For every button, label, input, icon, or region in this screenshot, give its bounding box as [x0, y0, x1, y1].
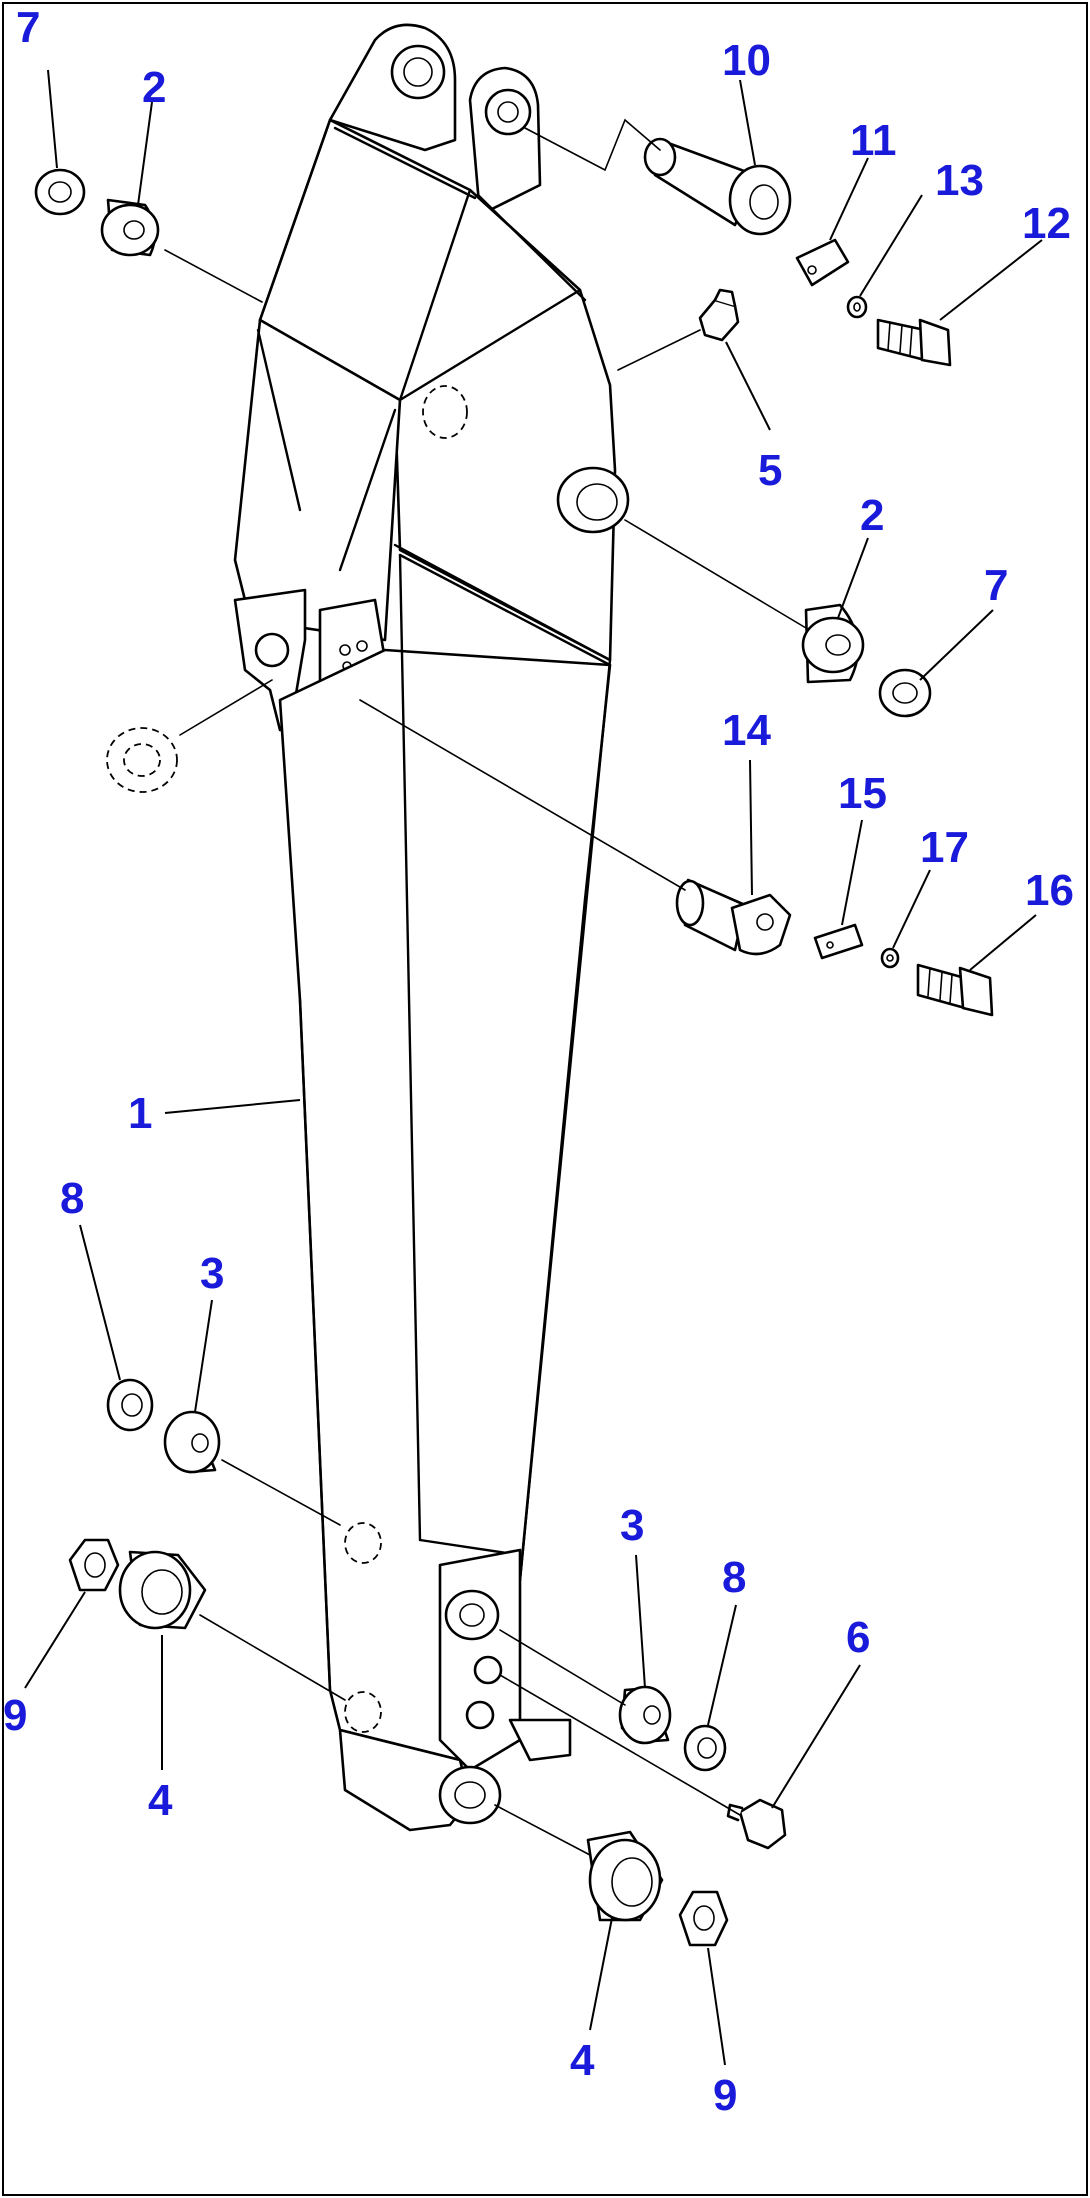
- callout-4: 4: [148, 1776, 173, 1825]
- callout-13: 13: [935, 156, 984, 205]
- part-9-right: [678, 1890, 729, 1947]
- callout-15: 15: [838, 769, 887, 818]
- part-7-right: [878, 668, 932, 718]
- callout-1: 1: [128, 1089, 152, 1138]
- callout-8: 8: [60, 1174, 84, 1223]
- callout-6: 6: [846, 1613, 870, 1662]
- part-14-pin: [675, 878, 792, 956]
- part-10-pin: [643, 137, 792, 236]
- callout-9: 9: [3, 1691, 27, 1740]
- part-13-washer: [846, 295, 868, 319]
- part-11-plate: [795, 238, 850, 287]
- callout-17: 17: [920, 823, 969, 872]
- leader-lines: [24, 69, 1043, 2066]
- part-2-top: [100, 198, 160, 257]
- callout-9: 9: [713, 2071, 737, 2120]
- callout-8: 8: [722, 1553, 746, 1602]
- callout-7: 7: [16, 3, 40, 52]
- part-7-top: [34, 168, 86, 216]
- part-3-left: [163, 1410, 221, 1474]
- callouts: 7 2 10 11 13 12 5 2 7 14 15 17 16 1 8 3 …: [3, 3, 1074, 2120]
- part-12-bolt: [876, 318, 952, 367]
- part-2-right: [801, 603, 865, 684]
- part-8-left: [106, 1378, 154, 1432]
- part-4-right: [586, 1830, 664, 1922]
- callout-12: 12: [1022, 199, 1071, 248]
- callout-2: 2: [142, 63, 166, 112]
- part-3-right: [618, 1685, 672, 1745]
- part-4-left: [118, 1550, 207, 1630]
- callout-4: 4: [570, 2036, 595, 2085]
- part-15-plate: [813, 923, 864, 960]
- assembly-lines: [164, 118, 807, 1856]
- callout-11: 11: [850, 116, 897, 165]
- callout-3: 3: [200, 1249, 224, 1298]
- dashed-ring-left: [106, 727, 178, 793]
- part-5-grease-fitting: [698, 288, 740, 342]
- callout-7: 7: [984, 561, 1008, 610]
- part-8-right: [683, 1724, 727, 1772]
- callout-3: 3: [620, 1501, 644, 1550]
- callout-5: 5: [758, 446, 782, 495]
- boom-body: [233, 23, 617, 1832]
- callout-10: 10: [722, 36, 771, 85]
- part-6-grease-fitting: [726, 1798, 787, 1850]
- boom-boss-right: [556, 466, 630, 534]
- callout-2: 2: [860, 491, 884, 540]
- part-9-left: [68, 1538, 120, 1592]
- part-16-bolt: [916, 963, 994, 1017]
- callout-16: 16: [1025, 866, 1074, 915]
- callout-14: 14: [722, 706, 771, 755]
- part-17-washer: [880, 947, 900, 969]
